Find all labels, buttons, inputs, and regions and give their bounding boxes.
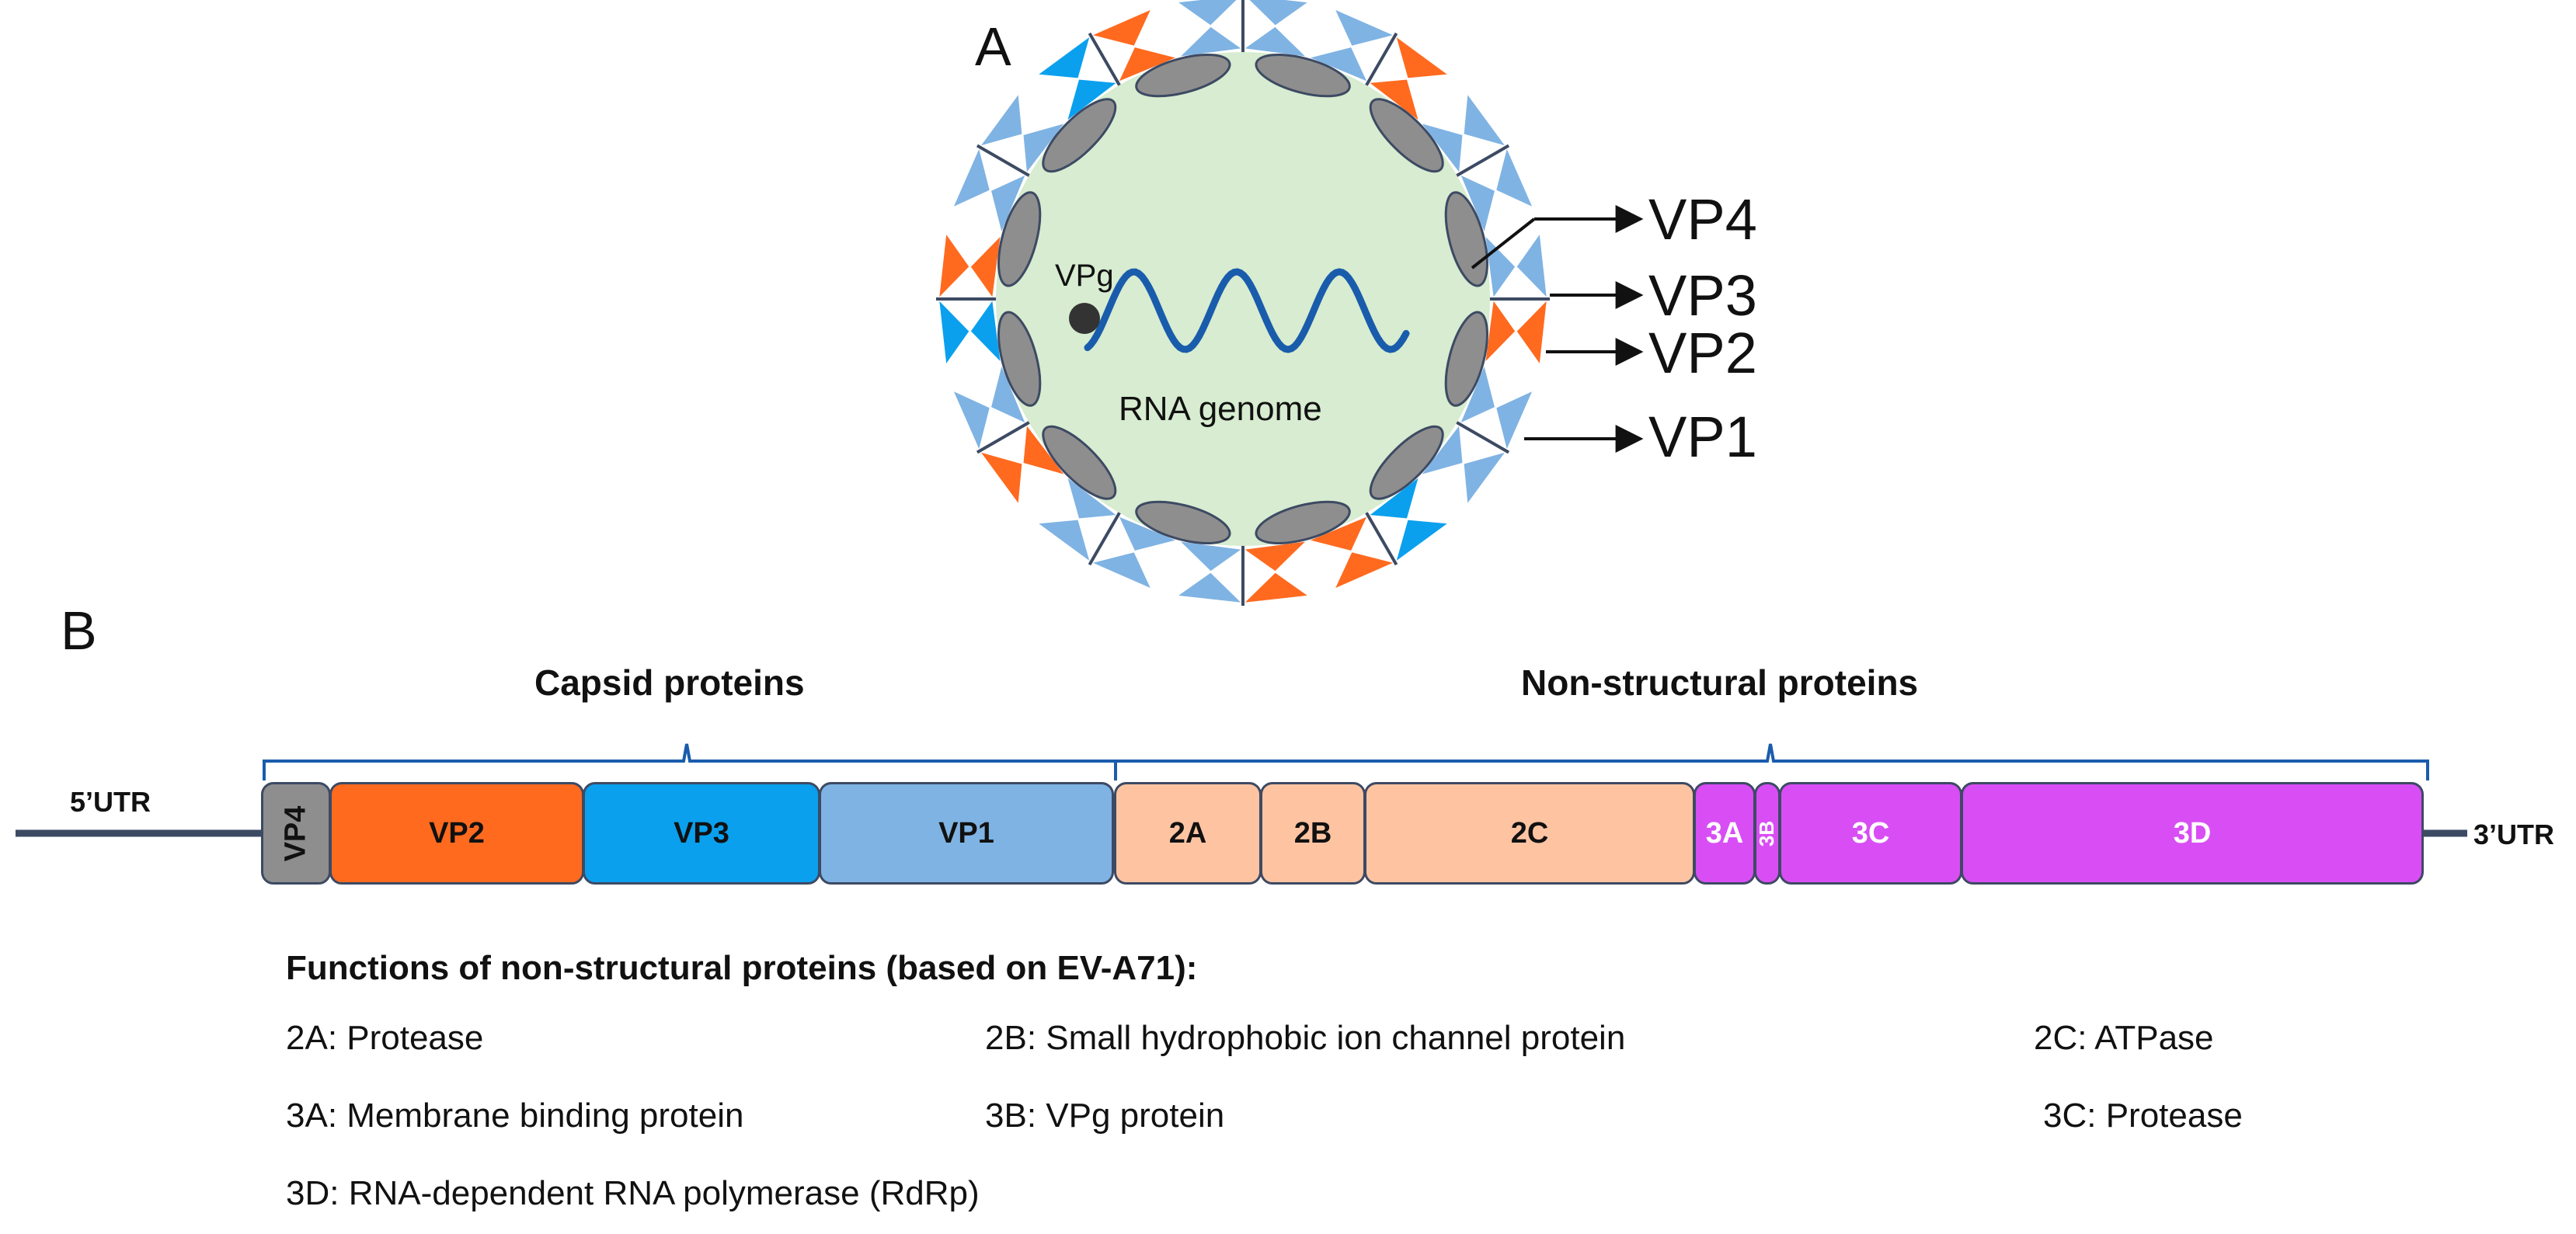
capsid-tile [1241,539,1312,605]
function-3d: 3D: RNA-dependent RNA polymerase (RdRp) [286,1174,980,1212]
capsid-bracket [263,743,1117,780]
function-2b: 2B: Small hydrophobic ion channel protei… [985,1019,1626,1057]
segment-vp4: VP4 [261,782,331,885]
rna-genome-label: RNA genome [1119,390,1322,428]
vp4-petal [1444,311,1488,407]
capsid-tile [1366,474,1452,565]
rna-genome-strand [1084,268,1410,353]
capsid-tile [1088,513,1181,592]
segment-label-3a: 3A [1705,816,1744,850]
vp4-petal [1369,98,1444,173]
segment-label-2a: 2A [1168,816,1207,850]
vpg-label: VPg [1055,259,1114,293]
vp4-petal [1042,425,1117,500]
segment-label-vp3: VP3 [674,816,729,850]
segment-2b: 2B [1260,782,1366,885]
vp4-petal [1135,54,1231,98]
segment-label-vp4: VP4 [279,805,312,861]
vp4-petal [1042,98,1117,173]
segment-label-vp1: VP1 [938,816,994,850]
segment-2a: 2A [1114,782,1262,885]
segment-3b: 3B [1754,782,1781,885]
vp4-petal [997,311,1042,407]
capsid-tile [937,297,1003,368]
capsid-tile [1457,361,1536,454]
capsid-tile [1483,297,1549,368]
capsid-tile [950,144,1029,237]
utr-3-label: 3’UTR [2473,819,2555,850]
function-3c: 3C: Protease [2043,1097,2243,1135]
vp4-petal [1255,500,1351,544]
nonstructural-proteins-heading: Non-structural proteins [1521,662,1919,703]
segment-vp2: VP2 [329,782,584,885]
utr-5-label: 5’UTR [70,786,151,818]
segment-label-3b: 3B [1755,820,1779,846]
capsid-tile [937,230,1003,301]
panel-a-label: A [975,16,1011,77]
capsid-tile [1483,230,1549,301]
capsid-tile [1418,90,1509,176]
segment-3d: 3D [1961,782,2424,885]
function-3a: 3A: Membrane binding protein [286,1097,744,1135]
nonstructural-bracket [1114,743,2429,780]
capsid-shell [936,0,1550,606]
capsid-proteins-heading: Capsid proteins [534,662,805,703]
callout-arrow-vp4 [1471,217,1536,269]
segment-vp1: VP1 [819,782,1114,885]
callout-vp1: VP1 [1648,405,1757,469]
segment-label-3d: 3D [2173,816,2212,850]
capsid-tile [1174,539,1245,605]
segment-label-3c: 3C [1851,816,1890,850]
capsid-tile [976,422,1068,508]
capsid-tile [1034,33,1120,124]
callout-vp4: VP4 [1648,187,1757,252]
function-3b: 3B: VPg protein [985,1097,1225,1135]
callout-vp3: VP3 [1648,263,1757,328]
segment-3a: 3A [1694,782,1756,885]
vp4-petal [997,191,1042,287]
virion-interior [996,52,1490,546]
segment-label-2c: 2C [1510,816,1549,850]
function-2a: 2A: Protease [286,1019,484,1057]
segment-2c: 2C [1364,782,1695,885]
segment-vp3: VP3 [583,782,820,885]
segment-label-2b: 2B [1293,816,1332,850]
segment-3c: 3C [1779,782,1962,885]
function-2c: 2C: ATPase [2034,1019,2214,1057]
vp4-petal [1135,500,1231,544]
vpg-dot [1069,303,1100,334]
callout-vp2: VP2 [1648,321,1757,385]
functions-title: Functions of non-structural proteins (ba… [286,949,1198,987]
segment-label-vp2: VP2 [429,816,485,850]
vp4-petal [1369,425,1444,500]
capsid-tile [1305,6,1398,85]
capsid-tile [1174,0,1245,59]
vp4-petal [1255,54,1351,98]
panel-b-label: B [61,600,97,661]
capsid-tile [1241,0,1312,59]
